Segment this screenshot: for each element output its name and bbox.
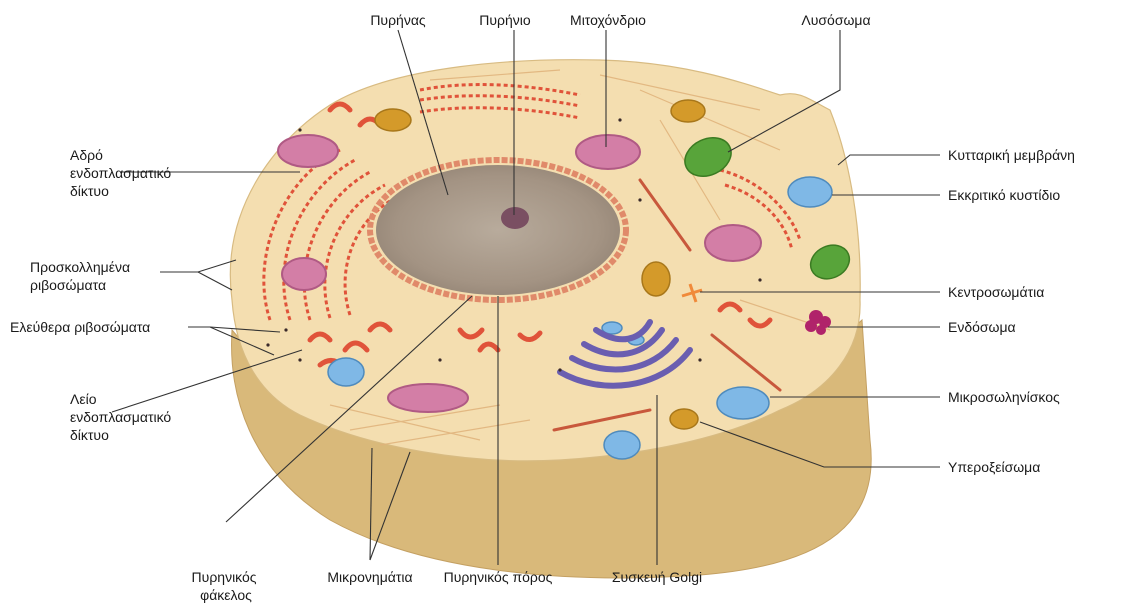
label-mitochondrion: Μιτοχόνδριο — [570, 12, 646, 28]
mitochondrion — [282, 258, 326, 290]
label-peroxisome: Υπεροξείσωμα — [948, 459, 1040, 475]
peroxisome — [671, 100, 705, 122]
mitochondrion — [278, 135, 338, 167]
label-centrosomes: Κεντροσωμάτια — [948, 284, 1044, 300]
label-rough-er: Αδρό ενδοπλασματικό δίκτυο — [70, 147, 175, 199]
mitochondrion — [576, 135, 640, 169]
mitochondrion — [388, 384, 468, 412]
label-endosome: Ενδόσωμα — [948, 319, 1016, 335]
label-microfilaments: Μικρονημάτια — [327, 569, 412, 585]
nucleolus — [501, 207, 529, 229]
peroxisome — [670, 409, 698, 429]
label-cell-membrane: Κυτταρική μεμβράνη — [948, 147, 1075, 163]
label-microtubule: Μικροσωληνίσκος — [948, 389, 1060, 405]
label-nuclear-pore: Πυρηνικός πόρος — [444, 569, 553, 585]
vesicle — [604, 431, 640, 459]
label-smooth-er: Λείο ενδοπλασματικό δίκτυο — [70, 391, 175, 443]
label-secretory-vesicle: Εκκριτικό κυστίδιο — [948, 187, 1060, 203]
mitochondrion — [705, 225, 761, 261]
label-lysosome: Λυσόσωμα — [801, 12, 870, 28]
peroxisome — [642, 262, 670, 296]
label-nucleus: Πυρήνας — [370, 12, 426, 28]
label-nuclear-envelope: Πυρηνικός φάκελος — [192, 569, 261, 603]
label-nucleolus: Πυρήνιο — [479, 12, 531, 28]
peroxisome — [375, 109, 411, 131]
label-free-ribosomes: Ελεύθερα ριβοσώματα — [10, 319, 150, 335]
vesicle — [328, 358, 364, 386]
label-attached-ribosomes: Προσκολλημένα ριβοσώματα — [30, 259, 134, 293]
vesicle — [717, 387, 769, 419]
label-golgi: Συσκευή Golgi — [612, 569, 702, 585]
secretory-vesicle — [788, 177, 832, 207]
